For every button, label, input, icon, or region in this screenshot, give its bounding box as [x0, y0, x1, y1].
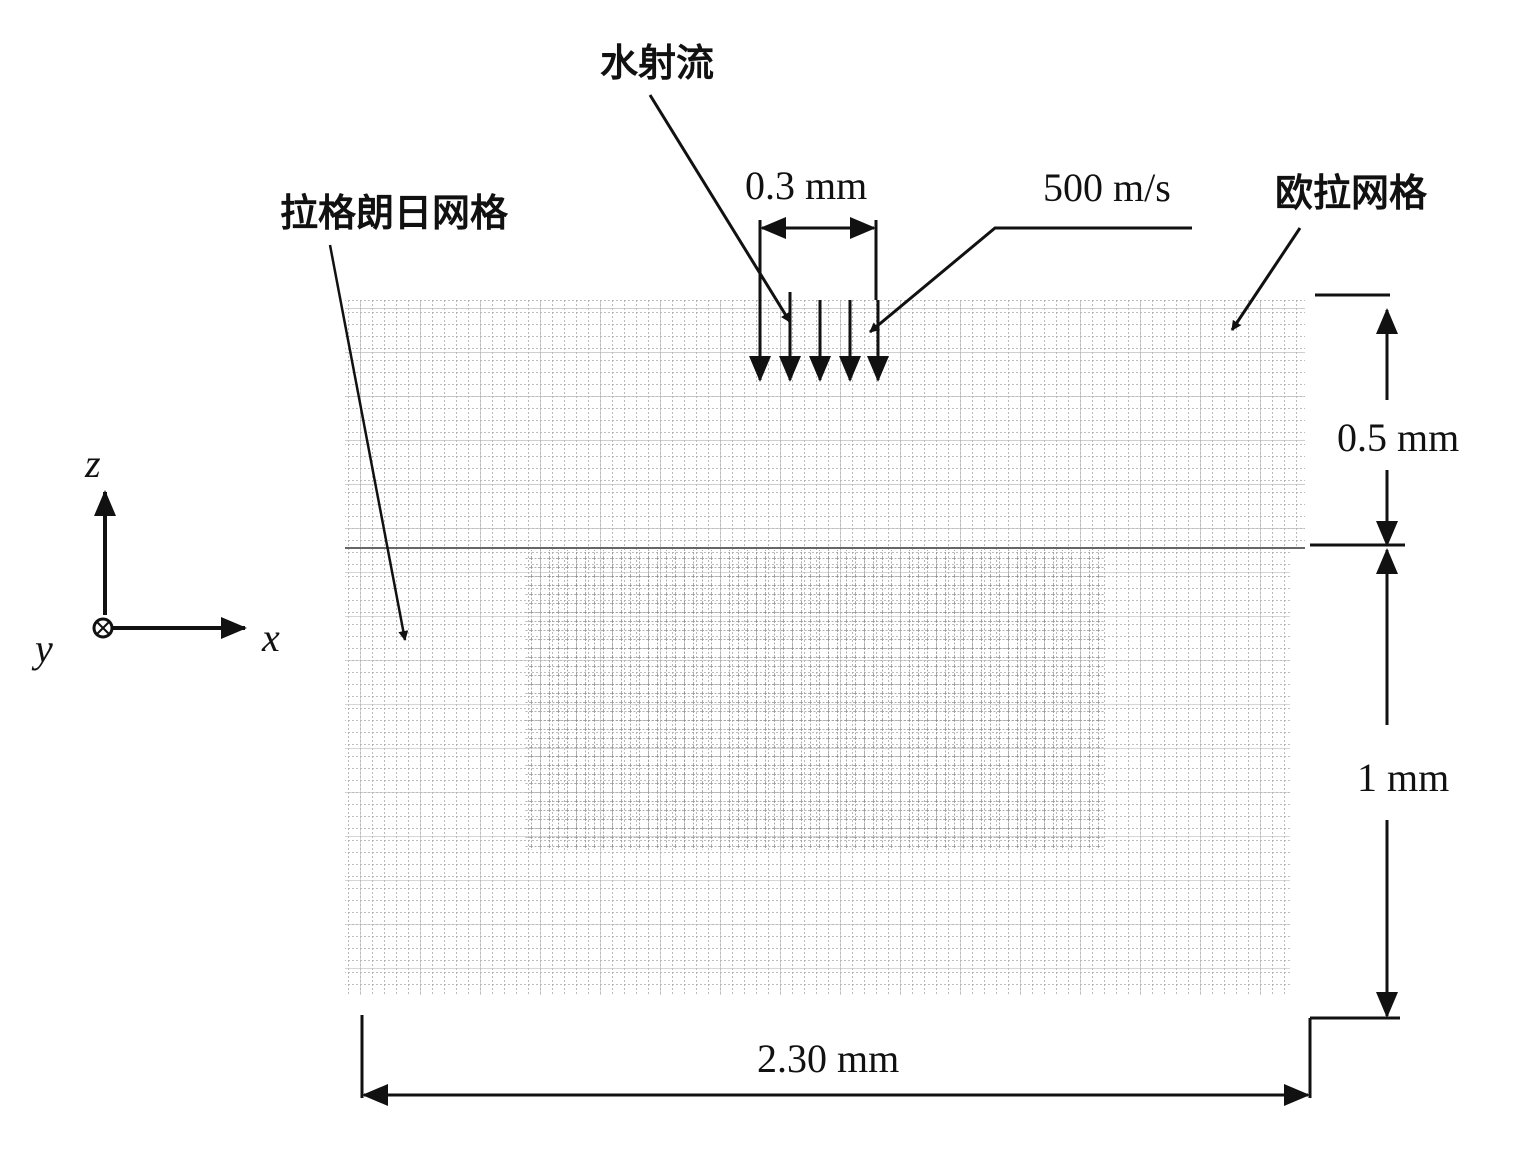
euler-height-label: 0.5 mm	[1337, 415, 1460, 460]
width-dimension	[360, 1015, 1312, 1106]
lagrange-height-label: 1 mm	[1357, 755, 1450, 800]
z-axis-label: z	[85, 441, 101, 486]
euler-mesh-label: 欧拉网格	[1275, 171, 1428, 215]
water-jet-label: 水射流	[600, 41, 715, 85]
height-dimensions	[1310, 293, 1405, 1020]
lagrange-mesh	[345, 548, 1290, 995]
jet-width-label: 0.3 mm	[745, 163, 868, 208]
lagrange-mesh-label: 拉格朗日网格	[280, 191, 509, 235]
jet-velocity-label: 500 m/s	[1043, 165, 1171, 210]
jet-width-dimension	[758, 217, 878, 300]
leader-lines	[328, 94, 1302, 641]
x-axis-label: x	[262, 615, 280, 660]
jet-arrows	[749, 292, 889, 382]
euler-mesh	[345, 300, 1305, 548]
total-width-label: 2.30 mm	[757, 1036, 900, 1081]
coordinate-axes	[92, 490, 247, 639]
y-axis-label: y	[35, 626, 53, 671]
